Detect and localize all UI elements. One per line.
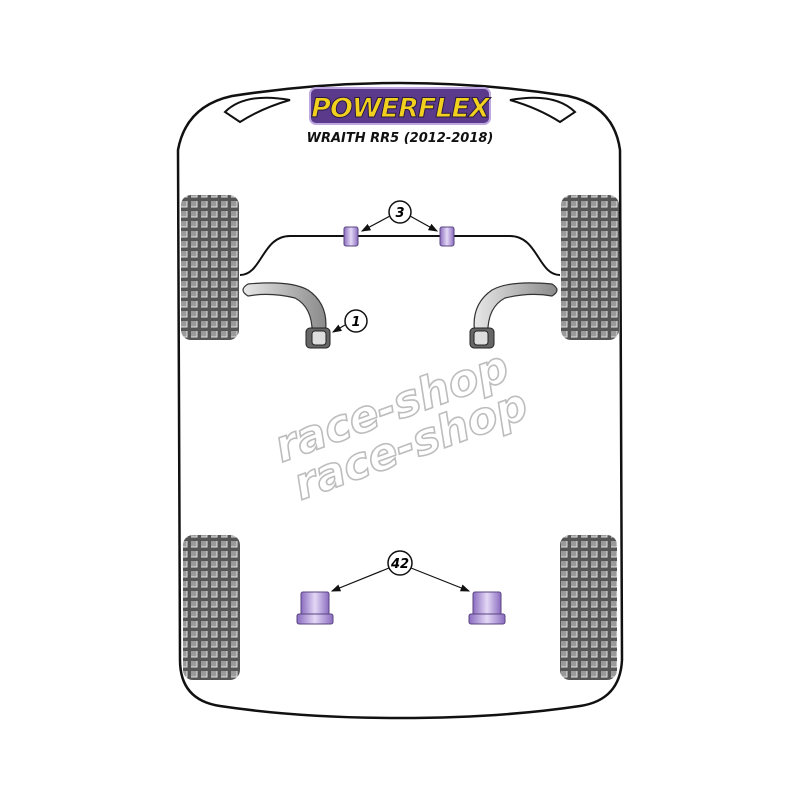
front-arm-right [473,282,558,339]
front-arm-left [242,282,327,339]
tyre-front-left [181,195,239,340]
tyre-rear-right [560,535,617,680]
front-arm-bush-right-inner [473,330,489,346]
rear-bush-right [468,591,506,625]
powerflex-logo: POWERFLEX [309,87,493,125]
tyre-rear-left [183,535,240,680]
anti-roll-bar-bush-right [439,226,455,247]
callout-42-circle [387,550,413,576]
callout-1-label: 1 [351,315,360,330]
anti-roll-bar [239,235,561,276]
callout-1-circle [344,309,368,333]
anti-roll-bar-bush-left [343,226,359,247]
tyre-front-right [561,195,619,340]
rear-bush-left [296,591,334,625]
front-arm-bush-left-inner [311,330,327,346]
left-headlight [223,96,291,124]
callout-42-label: 42 [390,557,409,572]
right-headlight [509,96,577,124]
brand-logo-text: POWERFLEX [311,93,491,124]
callout-3-circle [388,200,412,224]
car-body-outline [176,81,624,720]
callout-3-label: 3 [395,206,404,221]
model-title: WRAITH RR5 (2012-2018) [307,131,494,146]
